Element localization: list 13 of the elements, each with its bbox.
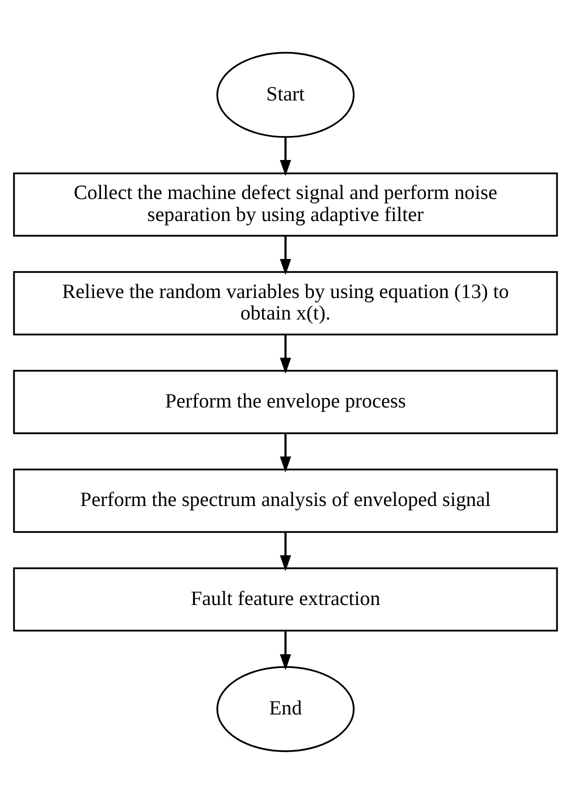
node-box: Collect the machine defect signal and perform noise separation by using adaptive filter [13, 172, 558, 237]
arrow [280, 532, 292, 572]
arrow [280, 631, 292, 670]
arrow [280, 334, 292, 374]
node-ellipse: End [216, 666, 355, 752]
arrow [280, 433, 292, 472]
arrow [280, 137, 292, 176]
arrow [280, 236, 292, 275]
node-box: Perform the spectrum analysis of enveloped signal [13, 468, 558, 533]
node-box: Perform the envelope process [13, 370, 558, 434]
node-box: Relieve the random variables by using equation (13) to obtain x(t). [13, 271, 558, 336]
node-ellipse: Start [216, 52, 355, 138]
node-box: Fault feature extraction [13, 567, 558, 632]
